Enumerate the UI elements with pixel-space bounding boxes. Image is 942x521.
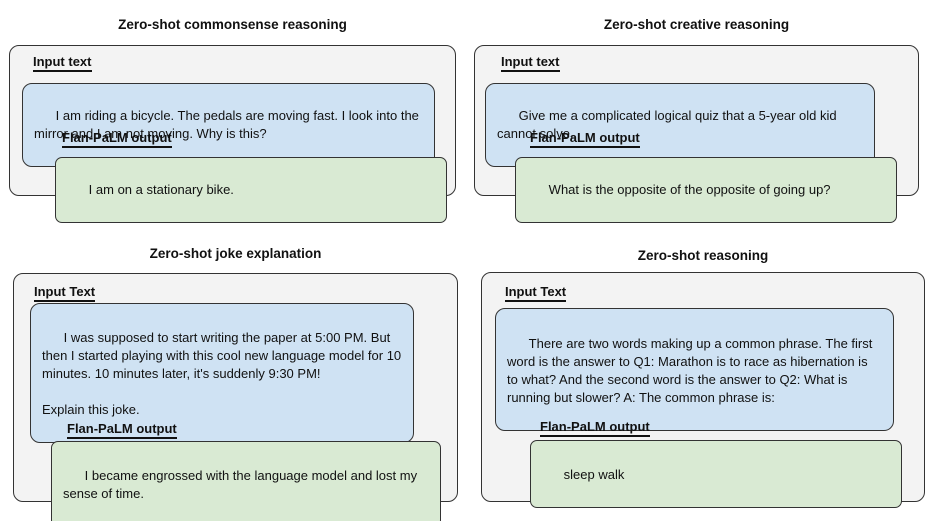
output-text: What is the opposite of the opposite of … — [548, 182, 831, 197]
input-text: Give me a complicated logical quiz that … — [497, 108, 841, 141]
input-label: Input text — [33, 54, 92, 72]
panel-title-joke: Zero-shot joke explanation — [149, 246, 322, 261]
output-label: Flan-PaLM output — [67, 421, 177, 439]
input-text-bubble: There are two words making up a common p… — [495, 308, 894, 431]
output-text: sleep walk — [563, 467, 625, 482]
output-text: I am on a stationary bike. — [88, 182, 234, 197]
input-text-bubble: I am riding a bicycle. The pedals are mo… — [22, 83, 435, 167]
panel-title-creative: Zero-shot creative reasoning — [603, 17, 790, 32]
input-label: Input Text — [34, 284, 96, 302]
output-text-bubble: I became engrossed with the language mod… — [51, 441, 441, 521]
example-panel-reasoning: Input Text There are two words making up… — [481, 272, 925, 508]
output-label: Flan-PaLM output — [62, 130, 172, 148]
output-label: Flan-PaLM output — [530, 130, 640, 148]
input-text: There are two words making up a common p… — [507, 336, 876, 405]
input-text: I was supposed to start writing the pape… — [42, 330, 402, 417]
example-panel-creative: Input text Give me a complicated logical… — [474, 45, 919, 223]
panel-title-commonsense: Zero-shot commonsense reasoning — [118, 17, 347, 32]
output-text-bubble: I am on a stationary bike. — [55, 157, 447, 223]
input-text: I am riding a bicycle. The pedals are mo… — [34, 108, 423, 141]
input-label: Input text — [501, 54, 560, 72]
input-text-bubble: I was supposed to start writing the pape… — [30, 303, 414, 443]
output-text-bubble: sleep walk — [530, 440, 902, 508]
input-label: Input Text — [505, 284, 567, 302]
output-label: Flan-PaLM output — [540, 419, 650, 437]
output-text-bubble: What is the opposite of the opposite of … — [515, 157, 897, 223]
output-text: I became engrossed with the language mod… — [63, 468, 421, 501]
example-panel-commonsense: Input text I am riding a bicycle. The pe… — [9, 45, 456, 223]
example-panel-joke: Input Text I was supposed to start writi… — [13, 273, 458, 521]
panel-title-reasoning: Zero-shot reasoning — [637, 248, 769, 263]
input-text-bubble: Give me a complicated logical quiz that … — [485, 83, 875, 167]
